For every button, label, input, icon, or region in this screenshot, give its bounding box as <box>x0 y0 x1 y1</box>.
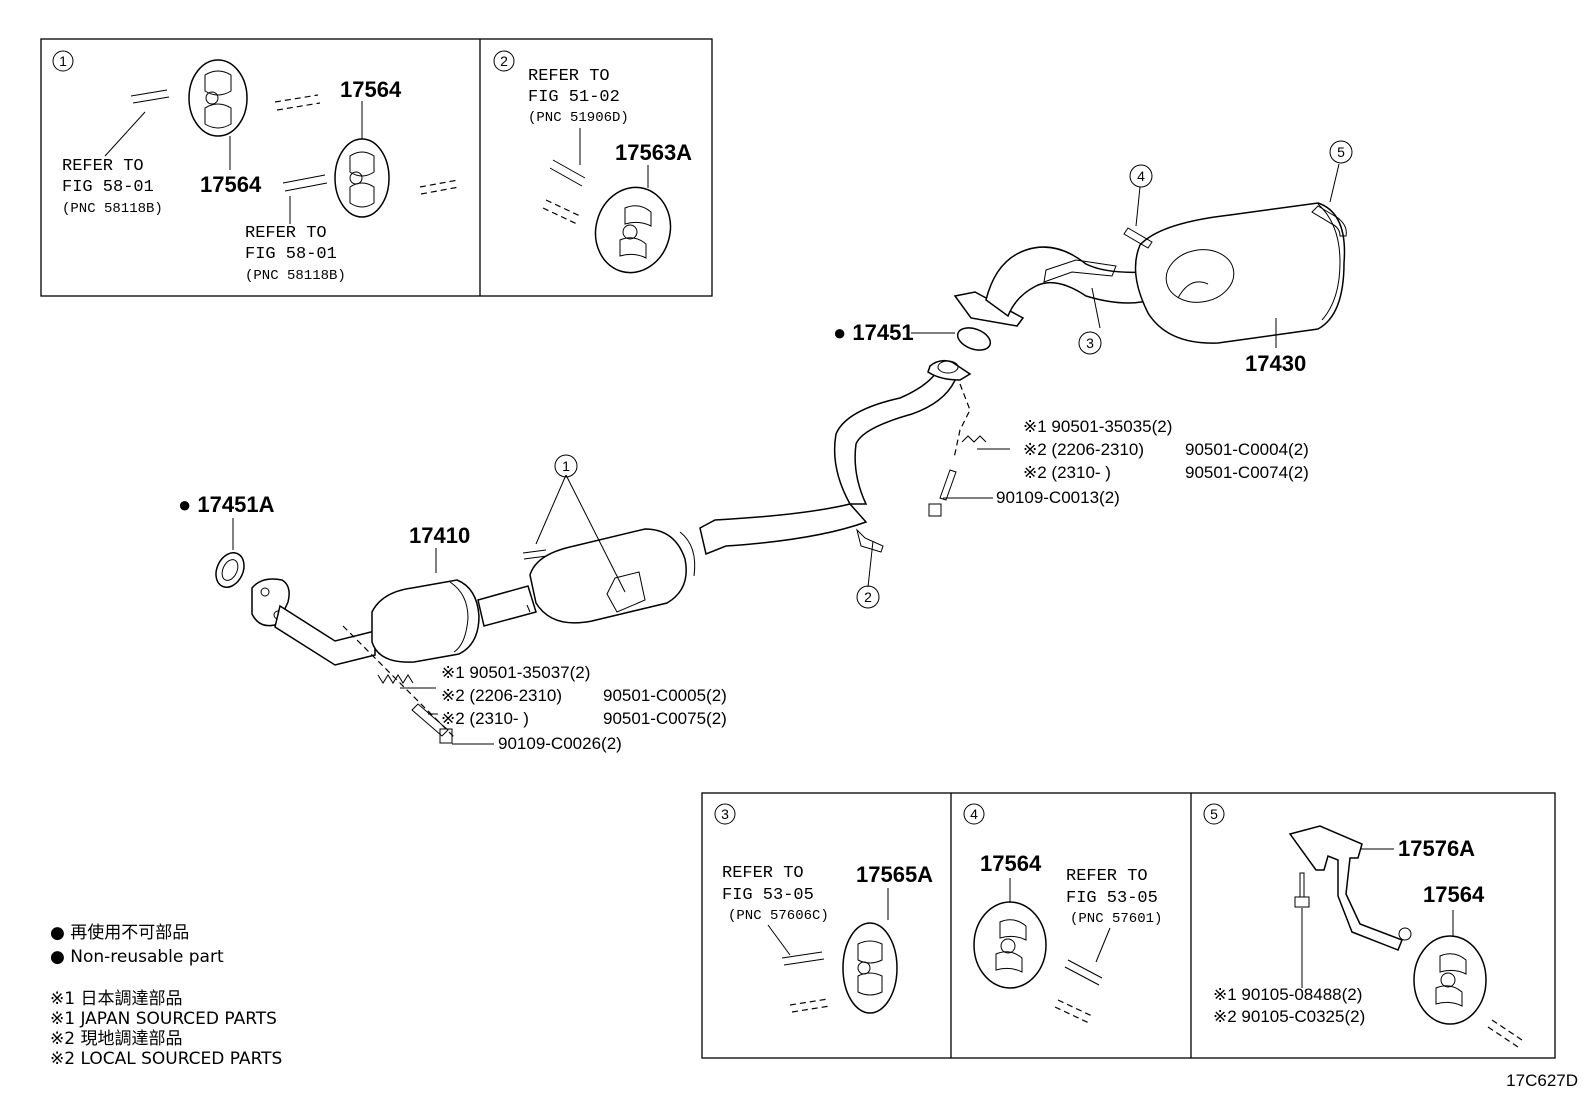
part-number-17564: 17564 <box>980 851 1042 876</box>
part-number-17564: 17564 <box>340 77 402 102</box>
callout-5: 5 <box>1337 144 1345 160</box>
bolt-text: ※2 90105-C0325(2) <box>1213 1007 1365 1026</box>
inset-5: 5 17576A ※1 90105-08488(2) ※2 90105-C032… <box>1203 803 1523 1048</box>
bolt-text: ※2 (2310- ) <box>441 709 529 728</box>
ref-text: FIG 58-01 <box>245 245 337 264</box>
inset-3-number: 3 <box>721 806 729 822</box>
hanger-rubber-icon <box>188 59 248 137</box>
part-number-17451A: ● 17451A <box>178 492 275 517</box>
bolt-text: ※1 90105-08488(2) <box>1213 985 1362 1004</box>
callout-4: 4 <box>1137 168 1145 184</box>
ref-text: (PNC 57606C) <box>728 908 829 924</box>
figure-code: 17C627D <box>1506 1071 1578 1090</box>
ref-text: REFER TO <box>62 157 144 176</box>
hanger-rubber-icon <box>842 922 898 1014</box>
part-number-17410: 17410 <box>409 523 470 548</box>
inset-4-number: 4 <box>970 806 978 822</box>
tail-pipe-assembly: ● 17451 3 4 5 17430 <box>833 140 1353 376</box>
inset-2-number: 2 <box>500 53 508 69</box>
ref-text: (PNC 51906D) <box>528 110 629 126</box>
hanger-rubber-icon <box>1413 935 1487 1025</box>
bolt-text: 90501-C0004(2) <box>1185 440 1309 459</box>
front-pipe-assembly: ● 17451A 1 17410 <box>178 454 868 753</box>
gasket-icon <box>956 327 992 351</box>
part-number-17563A: 17563A <box>615 140 692 165</box>
bolt-text: 90109-C0013(2) <box>996 488 1120 507</box>
inset-3: 3 REFER TO FIG 53-05 (PNC 57606C) 17565A <box>714 803 933 1014</box>
legend-line: ※2 LOCAL SOURCED PARTS <box>50 1049 282 1069</box>
bolt-text: 90501-C0074(2) <box>1185 463 1309 482</box>
ref-text: REFER TO <box>722 864 804 883</box>
legend-line: ※1 JAPAN SOURCED PARTS <box>50 1009 277 1029</box>
part-number-17564: 17564 <box>1423 882 1485 907</box>
bolt-text: 90501-C0005(2) <box>603 686 727 705</box>
legend-line: ● Non-reusable part <box>50 947 224 967</box>
inset-top-frame <box>40 38 713 297</box>
ref-text: FIG 53-05 <box>1066 889 1158 908</box>
inset-1: 1 17564 17564 REFER TO FIG 58-01 (PNC 58… <box>52 50 460 284</box>
inset-bottom-frame <box>701 792 1556 1059</box>
ref-text: FIG 58-01 <box>62 178 154 197</box>
callout-1: 1 <box>562 458 570 474</box>
legend-line: ※2 現地調達部品 <box>50 1029 182 1049</box>
bolt-text: 90109-C0026(2) <box>498 734 622 753</box>
ref-text: (PNC 58118B) <box>245 268 346 284</box>
inset-2: 2 REFER TO FIG 51-02 (PNC 51906D) 17563A <box>493 50 692 274</box>
callout-3: 3 <box>1086 335 1094 351</box>
inset-4: 4 17564 REFER TO FIG 53-05 (PNC 57601) <box>963 803 1162 1024</box>
part-number-17451: ● 17451 <box>833 320 914 345</box>
bolt-text: ※1 90501-35037(2) <box>441 663 590 682</box>
bolt-text: ※2 (2310- ) <box>1023 463 1111 482</box>
gasket-icon <box>215 552 245 588</box>
ref-text: (PNC 58118B) <box>62 201 163 217</box>
hanger-rubber-icon <box>594 186 672 274</box>
ref-text: FIG 53-05 <box>722 886 814 905</box>
center-pipe-assembly: 2 ※1 90501-35035(2) ※2 (2206-2310) 90501… <box>833 359 1309 609</box>
part-number-17430: 17430 <box>1245 351 1306 376</box>
hanger-rubber-icon <box>973 901 1047 989</box>
ref-text: (PNC 57601) <box>1070 911 1162 927</box>
legend-line: ● 再使用不可部品 <box>50 922 189 943</box>
part-number-17576A: 17576A <box>1398 836 1475 861</box>
ref-text: REFER TO <box>1066 867 1148 886</box>
hanger-rubber-icon <box>334 138 390 218</box>
part-number-17564: 17564 <box>200 172 262 197</box>
part-number-17565A: 17565A <box>856 862 933 887</box>
ref-text: REFER TO <box>245 224 327 243</box>
ref-text: FIG 51-02 <box>528 88 620 107</box>
ref-text: REFER TO <box>528 67 610 86</box>
inset-1-number: 1 <box>59 53 67 69</box>
inset-5-number: 5 <box>1210 806 1218 822</box>
bolt-text: 90501-C0075(2) <box>603 709 727 728</box>
legend: ● 再使用不可部品 ● Non-reusable part ※1 日本調達部品 … <box>50 922 282 1069</box>
bolt-text: ※2 (2206-2310) <box>1023 440 1144 459</box>
legend-line: ※1 日本調達部品 <box>50 989 182 1009</box>
bolt-text: ※2 (2206-2310) <box>441 686 562 705</box>
callout-2: 2 <box>864 589 872 605</box>
bolt-text: ※1 90501-35035(2) <box>1023 417 1172 436</box>
